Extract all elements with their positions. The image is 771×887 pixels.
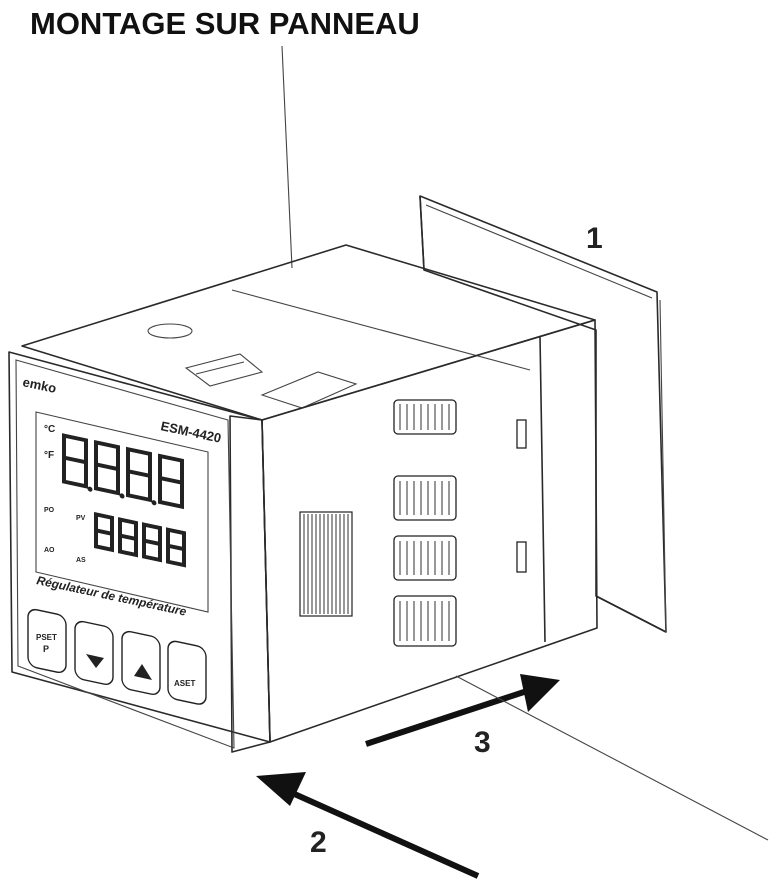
- top-display: [62, 433, 184, 510]
- svg-text:PSET: PSET: [36, 633, 57, 642]
- down-arrow-icon: [86, 654, 104, 668]
- pset-button[interactable]: PSET P: [27, 608, 67, 674]
- housing-slots: [393, 399, 527, 647]
- indicator-as: AS: [76, 557, 86, 564]
- brand-logo: emko: [21, 374, 57, 396]
- svg-text:P: P: [43, 644, 49, 654]
- guide-line: [455, 675, 769, 841]
- aset-button[interactable]: ASET: [167, 640, 207, 706]
- bottom-display: [94, 511, 186, 568]
- arrow-3: [365, 674, 560, 747]
- vent-grill: [299, 511, 353, 617]
- up-arrow-icon: [134, 664, 152, 680]
- device-caption: Régulateur de température: [35, 573, 188, 619]
- title-leader-line: [281, 45, 293, 269]
- controller-housing: [8, 244, 598, 753]
- page-title: MONTAGE SUR PANNEAU: [30, 6, 420, 41]
- model-label: ESM-4420: [159, 418, 222, 445]
- svg-text:ASET: ASET: [174, 679, 195, 688]
- arrow-2: [256, 772, 480, 879]
- callout-3-clip: 3: [474, 726, 491, 759]
- unit-fahrenheit-label: °F: [44, 450, 54, 461]
- callout-1-panel: 1: [586, 222, 603, 255]
- indicator-ao: AO: [44, 547, 55, 554]
- indicator-pv: PV: [76, 515, 86, 522]
- callout-2-front: 2: [310, 826, 327, 859]
- unit-celsius-label: °C: [44, 424, 55, 435]
- down-button[interactable]: [74, 620, 114, 686]
- up-button[interactable]: [121, 630, 161, 696]
- front-panel: emko ESM-4420 °C °F PO PV AO AS Régulate…: [21, 374, 223, 706]
- indicator-po: PO: [44, 507, 55, 514]
